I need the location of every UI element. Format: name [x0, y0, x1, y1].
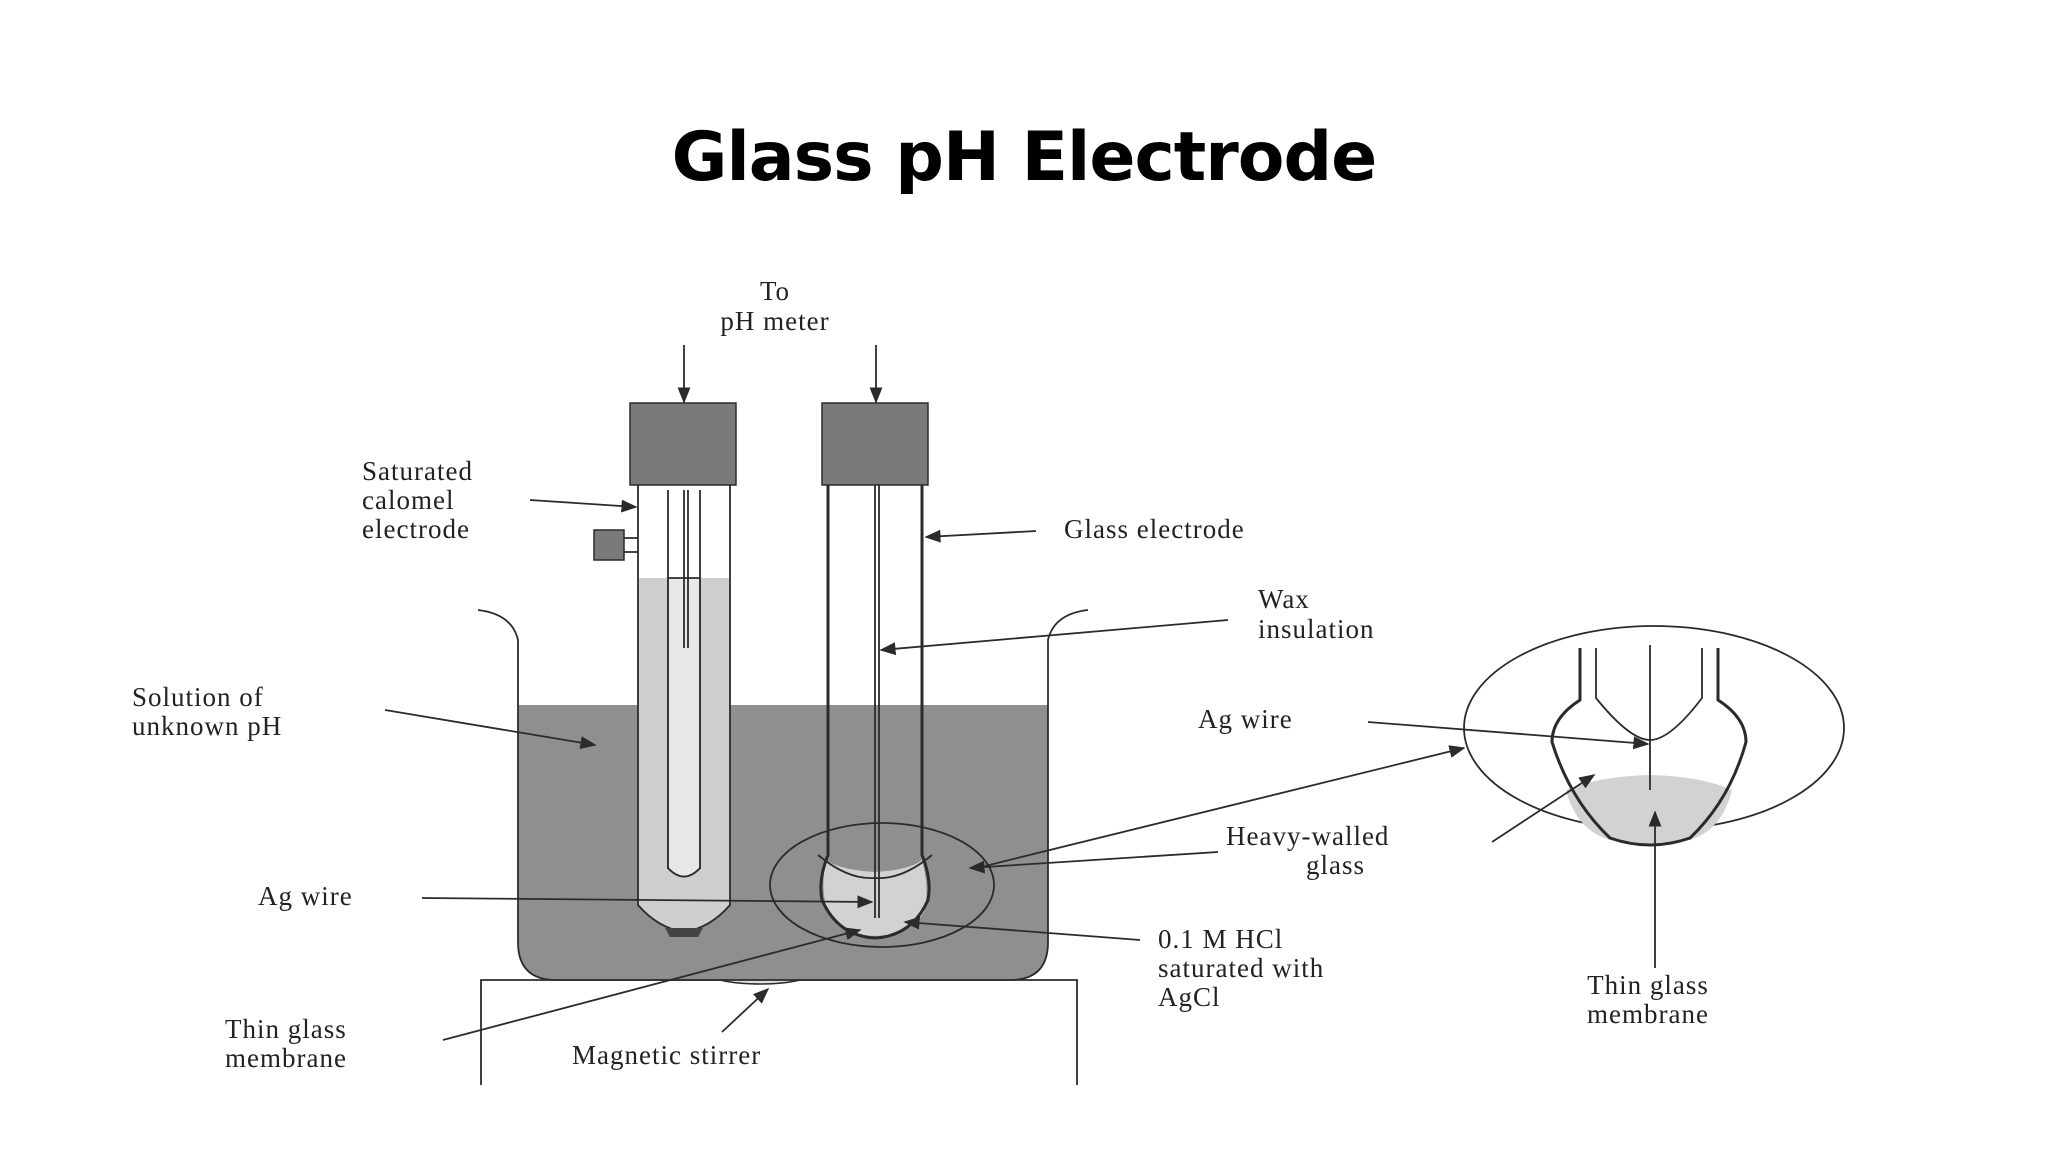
leader-hcl — [903, 916, 1141, 941]
label-ag-wire-left: Ag wire — [258, 881, 353, 911]
leader-wax-insulation — [879, 619, 1229, 656]
solution — [518, 705, 1048, 980]
calomel-cap — [629, 402, 737, 486]
label-glass-electrode: Glass electrode — [1064, 514, 1245, 544]
glass-electrode-cap — [821, 402, 929, 486]
label-magnetic-stirrer: Magnetic stirrer — [572, 1040, 761, 1070]
label-hcl-2: saturated with — [1158, 953, 1324, 983]
leader-calomel — [529, 499, 638, 513]
magnetic-stirrer-base — [480, 979, 1078, 1085]
label-solution-1: Solution of — [132, 682, 264, 712]
calomel-side-port — [593, 529, 625, 561]
bulb-highlight-circle — [769, 822, 995, 948]
leader-circle-to-inset — [984, 745, 1466, 867]
label-calomel-1: Saturated — [362, 456, 473, 486]
label-thin-membrane-left-1: Thin glass — [225, 1014, 347, 1044]
label-hcl-3: AgCl — [1158, 982, 1221, 1012]
beaker — [477, 609, 1089, 981]
label-wax-1: Wax — [1258, 584, 1310, 614]
label-wax-2: insulation — [1258, 614, 1375, 644]
leader-heavy-walled-to-bulb — [968, 851, 1219, 874]
magnified-inset — [1463, 625, 1845, 847]
leader-glass-electrode — [924, 529, 1037, 543]
leader-ag-wire-left — [421, 895, 874, 909]
label-thin-membrane-left-2: membrane — [225, 1043, 347, 1073]
page-title: Glass pH Electrode — [671, 118, 1378, 197]
label-ag-wire-right: Ag wire — [1198, 704, 1293, 734]
label-ph-meter: pH meter — [720, 306, 829, 336]
label-heavy-walled-2: glass — [1306, 850, 1365, 880]
leader-heavy-walled-inset — [1491, 774, 1596, 843]
leader-ag-wire-right — [1367, 721, 1650, 750]
label-calomel-3: electrode — [362, 514, 470, 544]
label-hcl-1: 0.1 M HCl — [1158, 924, 1283, 954]
label-to: To — [760, 276, 790, 306]
label-heavy-walled-1: Heavy-walled — [1226, 821, 1389, 851]
label-calomel-2: calomel — [362, 485, 454, 515]
leader-solution — [384, 709, 597, 749]
leader-thin-membrane-left — [442, 927, 862, 1041]
calomel-electrode — [593, 485, 731, 937]
label-solution-2: unknown pH — [132, 711, 282, 741]
glass-electrode — [817, 485, 933, 940]
label-thin-membrane-right-2: membrane — [1587, 999, 1709, 1029]
label-thin-membrane-right-1: Thin glass — [1587, 970, 1709, 1000]
leader-magnetic-stirrer — [721, 987, 770, 1033]
